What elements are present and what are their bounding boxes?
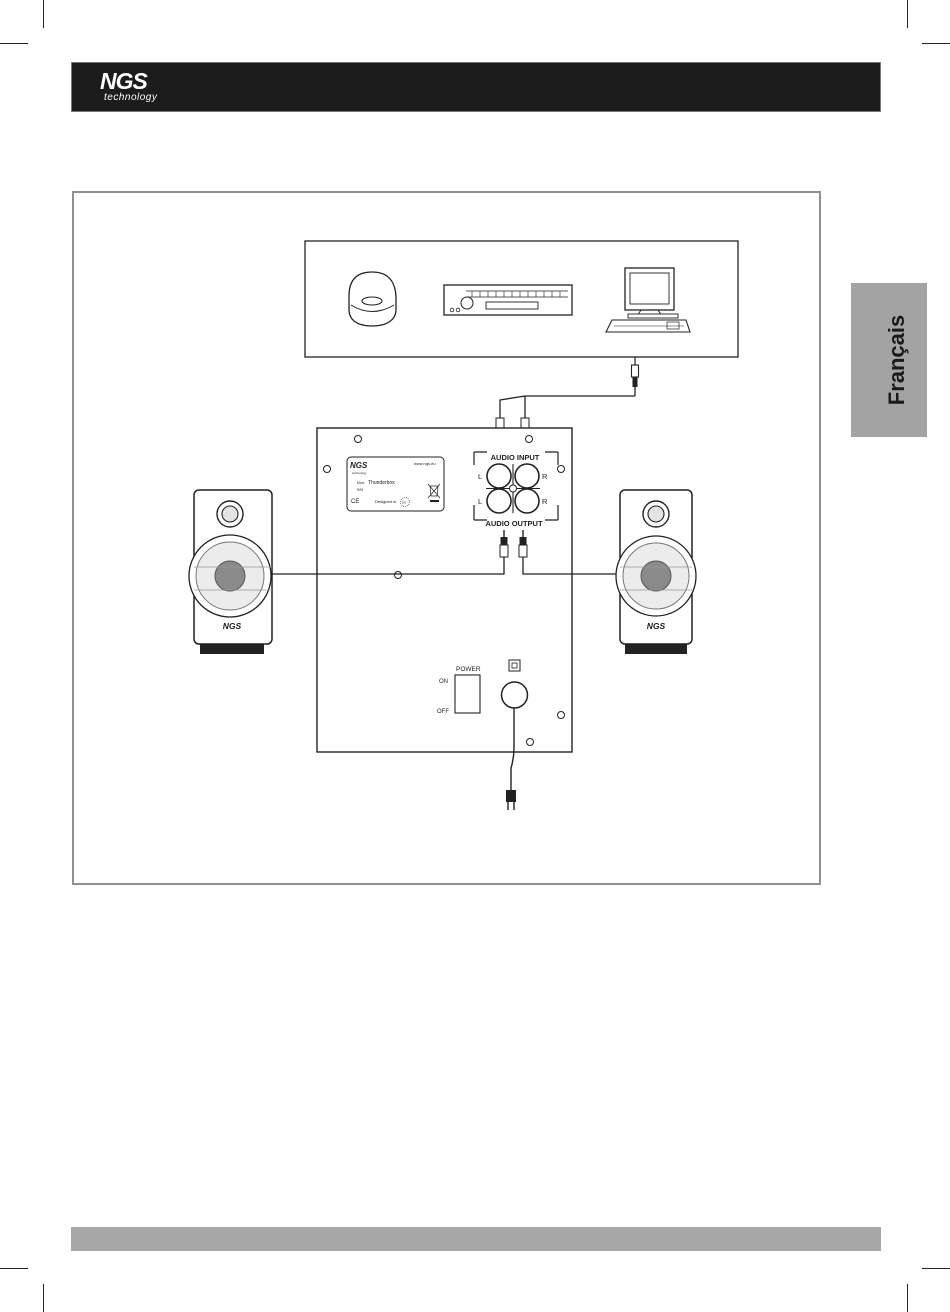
audio-output-label: AUDIO OUTPUT <box>485 519 543 528</box>
label-brand-sub: technology <box>352 471 367 475</box>
audio-sources-panel <box>305 241 738 357</box>
input-right-label: R <box>542 472 548 481</box>
left-speaker-brand: NGS <box>223 621 242 631</box>
footer-bar <box>71 1227 881 1251</box>
label-model-prefix: Mod. <box>357 481 365 485</box>
right-satellite-speaker: NGS <box>616 490 696 654</box>
output-right-jack <box>515 489 539 513</box>
output-right-label: R <box>542 497 548 506</box>
label-designed-in-mark: EU <box>402 501 406 505</box>
minijack-plug-icon <box>632 357 639 396</box>
cd-player-icon <box>349 272 396 326</box>
power-label: POWER <box>456 666 481 673</box>
label-ref: R/N <box>357 488 364 492</box>
input-right-jack <box>515 464 539 488</box>
input-left-label: L <box>478 472 482 481</box>
stereo-receiver-icon <box>444 285 572 315</box>
label-brand: NGS <box>350 461 368 470</box>
input-left-jack <box>487 464 511 488</box>
label-url: www.ngs.eu <box>414 461 436 466</box>
switch-on-label: ON <box>439 679 448 685</box>
right-speaker-brand: NGS <box>647 621 666 631</box>
audio-input-label: AUDIO INPUT <box>491 453 540 462</box>
label-designed-in: Designed in <box>375 499 396 504</box>
switch-off-label: OFF <box>437 709 449 715</box>
left-satellite-speaker: NGS <box>189 490 272 654</box>
output-left-jack <box>487 489 511 513</box>
label-ce: CE <box>351 499 359 505</box>
subwoofer-rear-panel: NGS technology www.ngs.eu Mod. Thunderbo… <box>317 428 572 752</box>
output-left-label: L <box>478 497 482 506</box>
product-label: NGS technology www.ngs.eu Mod. Thunderbo… <box>347 457 444 511</box>
input-cable <box>500 396 635 418</box>
label-model: Thunderbox <box>368 480 395 486</box>
